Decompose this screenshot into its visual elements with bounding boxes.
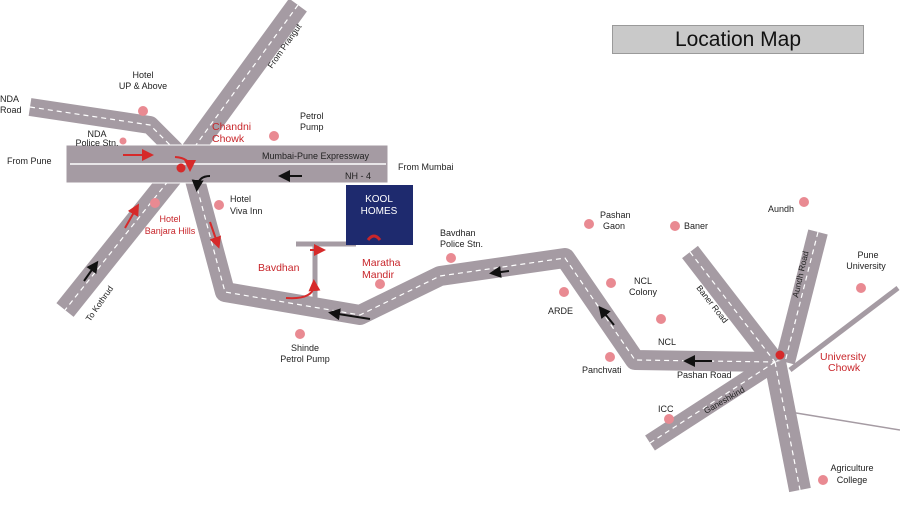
label-panchvati: Panchvati — [582, 365, 622, 375]
map-title: Location Map — [674, 28, 802, 51]
label-maratha-mandir-1: Maratha — [362, 257, 401, 269]
poi-maratha-mandir — [375, 279, 385, 289]
label-from-pune: From Pune — [7, 156, 52, 166]
label-icc: ICC — [658, 404, 674, 414]
label-bavdhan-police-1: Bavdhan — [440, 228, 476, 238]
label-university-chowk-2: Chowk — [828, 362, 861, 374]
label-petrol-pump-2: Pump — [300, 122, 324, 132]
ganeshkind-thin-road — [789, 411, 900, 431]
poi-panchvati — [605, 352, 615, 362]
label-nda-police-2: Police Stn. — [75, 138, 118, 148]
label-maratha-mandir-2: Mandir — [362, 269, 395, 281]
brand-line1: KOOL — [365, 194, 393, 205]
label-baner: Baner — [684, 221, 708, 231]
label-shinde-petrol-1: Shinde — [291, 343, 319, 353]
poi-hotel-viva — [214, 200, 224, 210]
label-pashan-gaon-1: Pashan — [600, 210, 631, 220]
label-bavdhan-police-2: Police Stn. — [440, 239, 483, 249]
label-pashan-road: Pashan Road — [677, 370, 732, 380]
label-university-chowk-1: University — [820, 351, 867, 363]
label-nda-road-2: Road — [0, 105, 22, 115]
kool-homes-logo — [346, 185, 413, 245]
poi-pashan-gaon — [584, 219, 594, 229]
label-chandni-chowk-1: Chandni — [212, 121, 251, 133]
poi-dots — [119, 106, 866, 485]
label-arde: ARDE — [548, 306, 573, 316]
label-shinde-petrol-2: Petrol Pump — [280, 354, 330, 364]
label-pune-university-2: University — [846, 261, 886, 271]
poi-nda-police — [119, 137, 127, 145]
university-chowk-marker — [775, 350, 785, 360]
poi-petrol-pump — [269, 131, 279, 141]
route-arrows-dark — [83, 170, 712, 367]
label-aundh: Aundh — [768, 204, 794, 214]
label-agriculture-college-2: College — [837, 475, 868, 485]
poi-hotel-banjara — [150, 198, 160, 208]
label-nh4: NH - 4 — [345, 171, 371, 181]
label-hotel-banjara-2: Banjara Hills — [145, 226, 196, 236]
label-from-mumbai: From Mumbai — [398, 162, 454, 172]
label-ncl: NCL — [658, 337, 676, 347]
poi-ncl-colony — [606, 278, 616, 288]
label-hotel-banjara-1: Hotel — [159, 214, 180, 224]
map-title-box: Location Map — [612, 25, 864, 54]
label-hotel-up-2: UP & Above — [119, 81, 167, 91]
poi-hotel-up-above — [138, 106, 148, 116]
label-hotel-viva-1: Hotel — [230, 194, 251, 204]
label-ncl-colony-1: NCL — [634, 276, 652, 286]
label-agriculture-college-1: Agriculture — [830, 463, 873, 473]
label-nda-road-1: NDA — [0, 94, 19, 104]
label-chandni-chowk-2: Chowk — [212, 133, 245, 145]
label-bavdhan: Bavdhan — [258, 262, 300, 274]
label-expressway: Mumbai-Pune Expressway — [262, 151, 370, 161]
poi-aundh — [799, 197, 809, 207]
route-arrows-red — [123, 149, 326, 300]
university-road-east — [788, 286, 900, 372]
label-ncl-colony-2: Colony — [629, 287, 658, 297]
poi-arde — [559, 287, 569, 297]
poi-shinde-petrol — [295, 329, 305, 339]
bavdhan-lane — [296, 241, 356, 300]
poi-ncl — [656, 314, 666, 324]
label-hotel-viva-2: Viva Inn — [230, 206, 262, 216]
poi-pune-university — [856, 283, 866, 293]
poi-icc — [664, 414, 674, 424]
poi-agriculture-college — [818, 475, 828, 485]
label-petrol-pump-1: Petrol — [300, 111, 324, 121]
poi-bavdhan-police — [446, 253, 456, 263]
label-hotel-up-1: Hotel — [132, 70, 153, 80]
label-pashan-gaon-2: Gaon — [603, 221, 625, 231]
chandni-chowk-marker — [176, 163, 186, 173]
brand-line2: HOMES — [361, 206, 398, 217]
brand-swoosh — [366, 234, 382, 241]
poi-baner — [670, 221, 680, 231]
label-pune-university-1: Pune — [857, 250, 878, 260]
label-nda-police-1: NDA — [87, 129, 106, 139]
